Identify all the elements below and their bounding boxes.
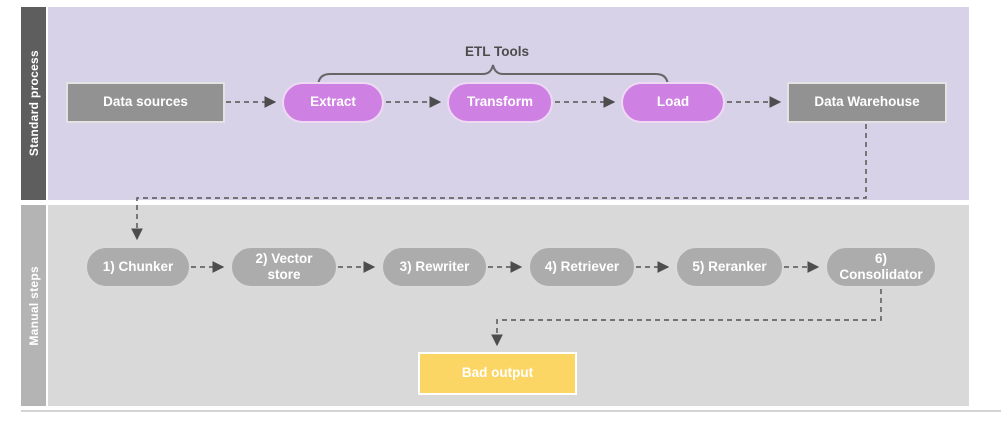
- node-extract-label: Extract: [310, 94, 356, 110]
- node-data-warehouse: Data Warehouse: [787, 82, 947, 123]
- node-reranker: 5) Reranker: [675, 246, 784, 288]
- node-data-sources-label: Data sources: [103, 94, 188, 110]
- node-load-label: Load: [656, 94, 690, 110]
- node-rewriter: 3) Rewriter: [381, 246, 488, 288]
- bottom-divider: [21, 410, 1001, 412]
- etl-tools-label: ETL Tools: [465, 44, 529, 59]
- node-transform: Transform: [447, 82, 553, 123]
- node-extract: Extract: [282, 82, 384, 123]
- node-retriever: 4) Retriever: [528, 246, 636, 288]
- node-chunker-label: 1) Chunker: [102, 258, 174, 274]
- node-data-warehouse-label: Data Warehouse: [814, 94, 920, 110]
- sidebar-standard-process: Standard process: [21, 7, 46, 200]
- node-bad-output-label: Bad output: [461, 365, 534, 381]
- edge-warehouse-chunker: [131, 124, 867, 241]
- sidebar-manual-steps: Manual steps: [21, 205, 46, 406]
- node-consolidator: 6) Consolidator: [825, 246, 937, 288]
- node-rewriter-label: 3) Rewriter: [399, 258, 470, 274]
- node-retriever-label: 4) Retriever: [544, 258, 620, 274]
- node-reranker-label: 5) Reranker: [692, 258, 767, 274]
- node-vector-store: 2) Vector store: [230, 246, 338, 288]
- etl-tools-brace: [317, 64, 669, 88]
- edge-consolidator-badoutput: [491, 289, 882, 347]
- node-transform-label: Transform: [466, 94, 534, 110]
- node-load: Load: [621, 82, 725, 123]
- node-chunker: 1) Chunker: [85, 246, 191, 288]
- node-vector-store-label: 2) Vector store: [255, 250, 313, 282]
- node-bad-output: Bad output: [418, 352, 577, 395]
- node-consolidator-label: 6) Consolidator: [839, 250, 923, 282]
- node-data-sources: Data sources: [66, 82, 225, 123]
